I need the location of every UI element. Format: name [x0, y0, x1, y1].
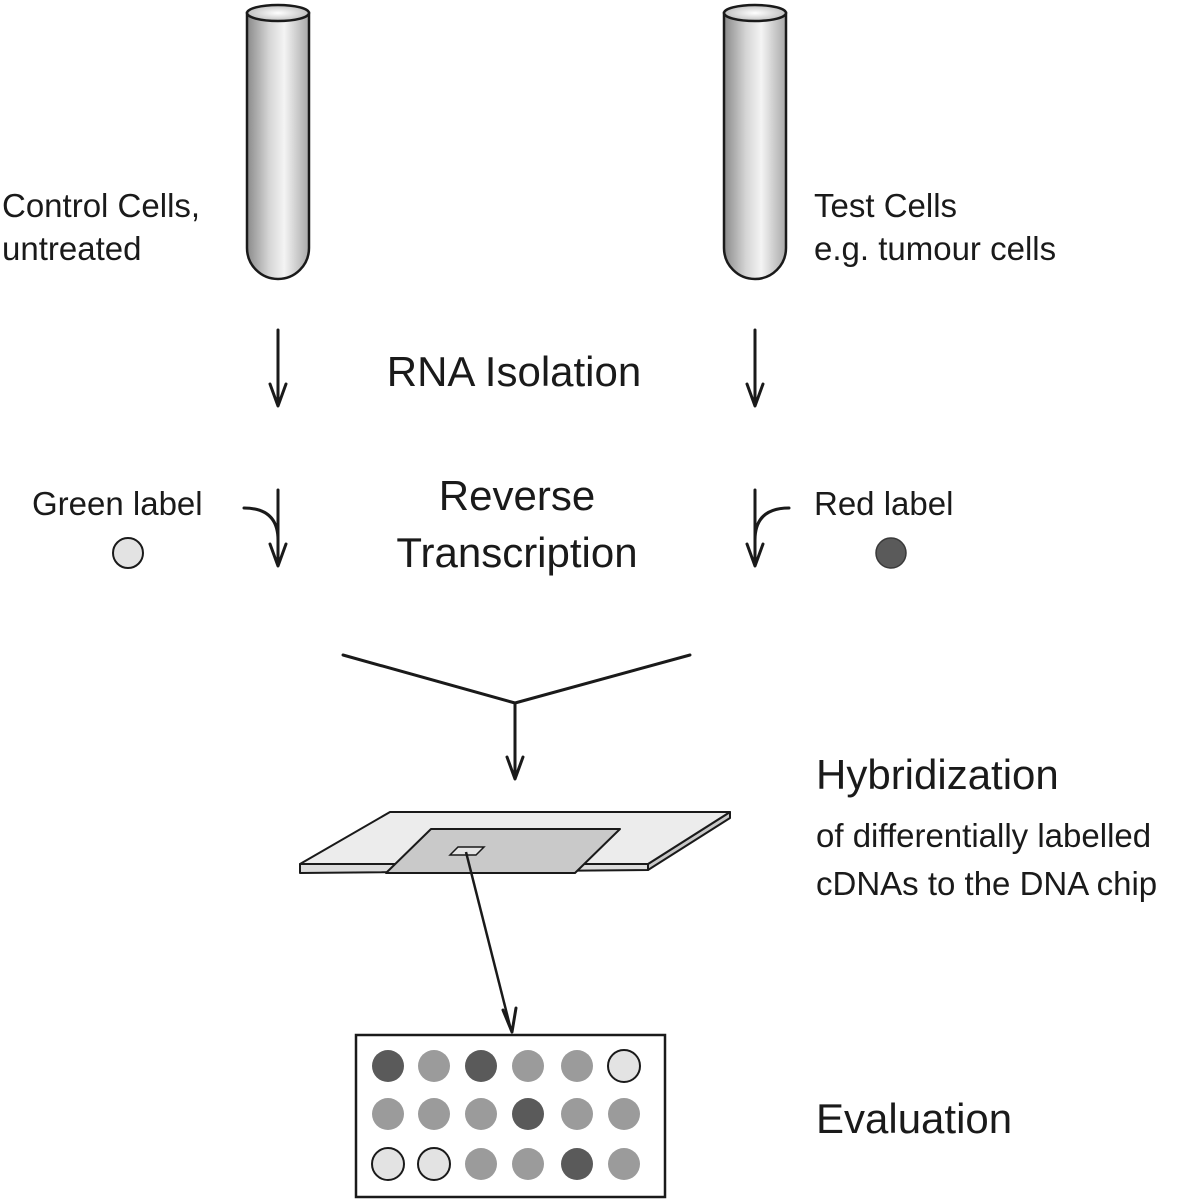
reverse-transcription-arrow-right	[745, 488, 791, 568]
evaluation-spot	[372, 1098, 404, 1130]
reverse-transcription-sublabel: Transcription	[396, 529, 637, 576]
evaluation-spot	[608, 1148, 640, 1180]
evaluation-spot	[561, 1050, 593, 1082]
control-test-tube	[245, 3, 311, 281]
chip-array-area	[385, 828, 621, 874]
merge-lines	[341, 653, 692, 781]
evaluation-spot	[607, 1049, 641, 1083]
red-label-text: Red label	[814, 485, 953, 522]
red-label-dot	[875, 537, 907, 569]
evaluation-spot	[608, 1098, 640, 1130]
evaluation-spot	[512, 1098, 544, 1130]
evaluation-spot	[465, 1050, 497, 1082]
evaluation-spot	[512, 1050, 544, 1082]
evaluation-spot	[512, 1148, 544, 1180]
test-cells-sublabel: e.g. tumour cells	[814, 230, 1056, 267]
control-cells-sublabel: untreated	[2, 230, 141, 267]
green-label-dot	[112, 537, 144, 569]
evaluation-spot	[417, 1147, 451, 1181]
evaluation-spot	[418, 1098, 450, 1130]
evaluation-spot-grid	[371, 1049, 641, 1181]
evaluation-spot	[371, 1147, 405, 1181]
evaluation-spot	[465, 1148, 497, 1180]
hybridization-label: Hybridization	[816, 751, 1059, 798]
dna-chip-slide	[299, 811, 731, 874]
rna-isolation-label: RNA Isolation	[387, 348, 641, 395]
evaluation-label: Evaluation	[816, 1095, 1012, 1142]
hybridization-desc-line1: of differentially labelled	[816, 817, 1151, 854]
evaluation-spot	[372, 1050, 404, 1082]
evaluation-spot	[561, 1148, 593, 1180]
hybridization-desc-line2: cDNAs to the DNA chip	[816, 865, 1157, 902]
reverse-transcription-arrow-left	[242, 488, 288, 568]
zoom-arrow	[464, 851, 518, 1034]
test-test-tube	[722, 3, 788, 281]
evaluation-spot	[561, 1098, 593, 1130]
test-cells-label: Test Cells	[814, 187, 957, 224]
evaluation-spot	[418, 1050, 450, 1082]
rna-isolation-arrow-right	[745, 328, 765, 408]
green-label-text: Green label	[32, 485, 203, 522]
reverse-transcription-label: Reverse	[439, 472, 595, 519]
evaluation-spot	[465, 1098, 497, 1130]
rna-isolation-arrow-left	[268, 328, 288, 408]
control-cells-label: Control Cells,	[2, 187, 200, 224]
